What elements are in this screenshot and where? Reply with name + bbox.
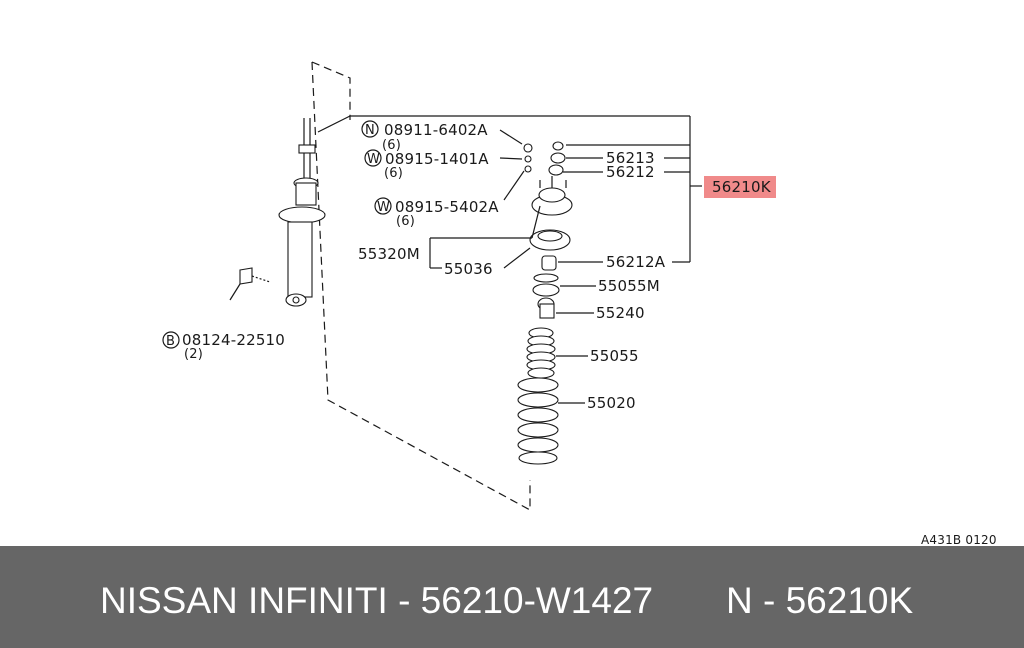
footer-bar: NISSAN INFINITI - 56210-W1427 N - 56210K bbox=[0, 546, 1024, 648]
label-washer1-qty: (6) bbox=[384, 166, 403, 181]
leader-lines bbox=[229, 115, 702, 404]
label-56212A: 56212A bbox=[606, 253, 666, 271]
parts-diagram: N W W B 08911-6402A (6) 08915-1401A (6) … bbox=[162, 61, 997, 546]
label-55320M: 55320M bbox=[358, 245, 420, 263]
bushing-stack bbox=[532, 255, 560, 319]
marker-nut: N bbox=[361, 120, 379, 138]
label-washer2-qty: (6) bbox=[396, 214, 415, 229]
label-08124-22510: 08124-22510 bbox=[182, 331, 285, 349]
label-08911-6402A: 08911-6402A bbox=[384, 121, 488, 139]
spring-seat bbox=[529, 229, 571, 251]
dashed-plane-outline bbox=[311, 61, 531, 512]
label-nut-qty: (6) bbox=[382, 138, 401, 153]
label-56213: 56213 bbox=[606, 149, 655, 167]
svg-text:W: W bbox=[377, 200, 390, 215]
label-55240: 55240 bbox=[596, 304, 645, 322]
label-bolt-qty: (2) bbox=[184, 347, 203, 362]
label-55055: 55055 bbox=[590, 347, 639, 365]
footer-part-code: N - 56210K bbox=[726, 580, 914, 621]
dust-boot bbox=[526, 327, 556, 379]
shock-absorber bbox=[278, 118, 326, 307]
upper-mount bbox=[531, 176, 573, 216]
marker-washer-1: W bbox=[364, 149, 382, 167]
svg-text:N: N bbox=[365, 123, 375, 138]
footer-part-title: NISSAN INFINITI - 56210-W1427 bbox=[100, 580, 654, 621]
svg-text:W: W bbox=[367, 152, 380, 167]
top-hardware bbox=[523, 141, 566, 176]
label-08915-1401A: 08915-1401A bbox=[385, 150, 489, 168]
marker-washer-2: W bbox=[374, 197, 392, 215]
mounting-bolt bbox=[239, 267, 271, 285]
label-56210K: 56210K bbox=[712, 178, 772, 196]
highlight-56210K bbox=[704, 176, 776, 198]
label-56212: 56212 bbox=[606, 163, 655, 181]
svg-text:B: B bbox=[166, 334, 175, 349]
coil-spring bbox=[517, 377, 559, 465]
figure-code: A431B 0120 bbox=[921, 533, 997, 546]
label-55020: 55020 bbox=[587, 394, 636, 412]
label-08915-5402A: 08915-5402A bbox=[395, 198, 499, 216]
label-55055M: 55055M bbox=[598, 277, 660, 295]
label-55036: 55036 bbox=[444, 260, 493, 278]
marker-bolt: B bbox=[162, 331, 180, 349]
